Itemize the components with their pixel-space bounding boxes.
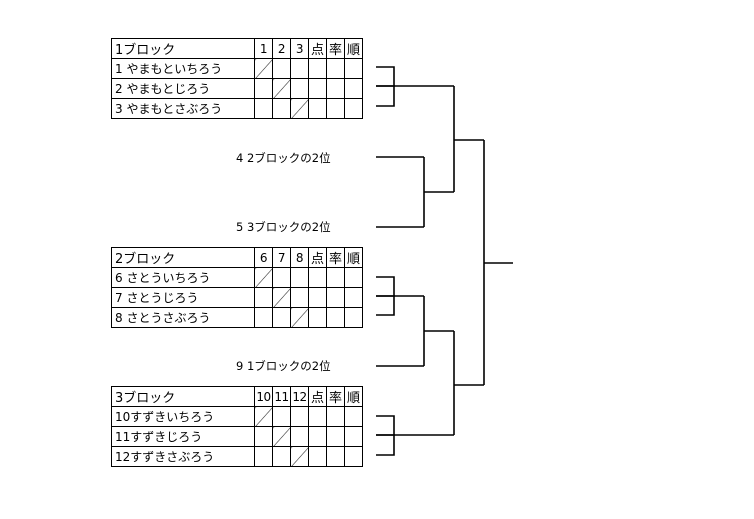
col-header-rate: 率 xyxy=(326,247,345,268)
rank-cell[interactable] xyxy=(344,307,363,328)
player-name: 8 さとうさぶろう xyxy=(111,307,255,328)
col-header-rank: 順 xyxy=(344,386,363,407)
player-name: 3 やまもとさぶろう xyxy=(111,98,255,119)
player-name: 12すずきさぶろう xyxy=(111,446,255,467)
bracket-line xyxy=(376,276,395,297)
entry-4: 4 2ブロックの2位 xyxy=(236,151,331,165)
table-row: 2 やまもとじろう xyxy=(111,78,363,99)
bracket-line xyxy=(376,66,395,87)
diagonal-cell xyxy=(272,426,291,447)
rank-cell[interactable] xyxy=(344,98,363,119)
table-row: 11すずきじろう xyxy=(111,426,363,447)
table-row: 3 やまもとさぶろう xyxy=(111,98,363,119)
table-row: 8 さとうさぶろう xyxy=(111,307,363,328)
col-header-rate: 率 xyxy=(326,386,345,407)
diagonal-cell xyxy=(290,307,309,328)
block-1-table: 1ブロック 1 2 3 点 率 順 1 やまもといちろう 2 やまもとじろう xyxy=(111,38,363,119)
bracket-line xyxy=(376,434,395,456)
entry-9: 9 1ブロックの2位 xyxy=(236,359,331,373)
bracket-line xyxy=(376,415,395,436)
rank-cell[interactable] xyxy=(344,446,363,467)
col-header-rank: 順 xyxy=(344,38,363,59)
diagonal-cell xyxy=(290,446,309,467)
block-3-table: 3ブロック 10 11 12 点 率 順 10すずきいちろう 11すずきじろう xyxy=(111,386,363,467)
bracket-line xyxy=(376,295,395,316)
table-row: 6 さとういちろう xyxy=(111,267,363,288)
block-2-table: 2ブロック 6 7 8 点 率 順 6 さとういちろう 7 さとうじろう xyxy=(111,247,363,328)
col-header-points: 点 xyxy=(308,386,327,407)
diagonal-cell xyxy=(272,78,291,99)
bracket-line xyxy=(376,85,395,107)
entry-5: 5 3ブロックの2位 xyxy=(236,220,331,234)
table-row: 12すずきさぶろう xyxy=(111,446,363,467)
player-name: 2 やまもとじろう xyxy=(111,78,255,99)
diagonal-cell xyxy=(290,98,309,119)
diagonal-cell xyxy=(254,406,273,427)
